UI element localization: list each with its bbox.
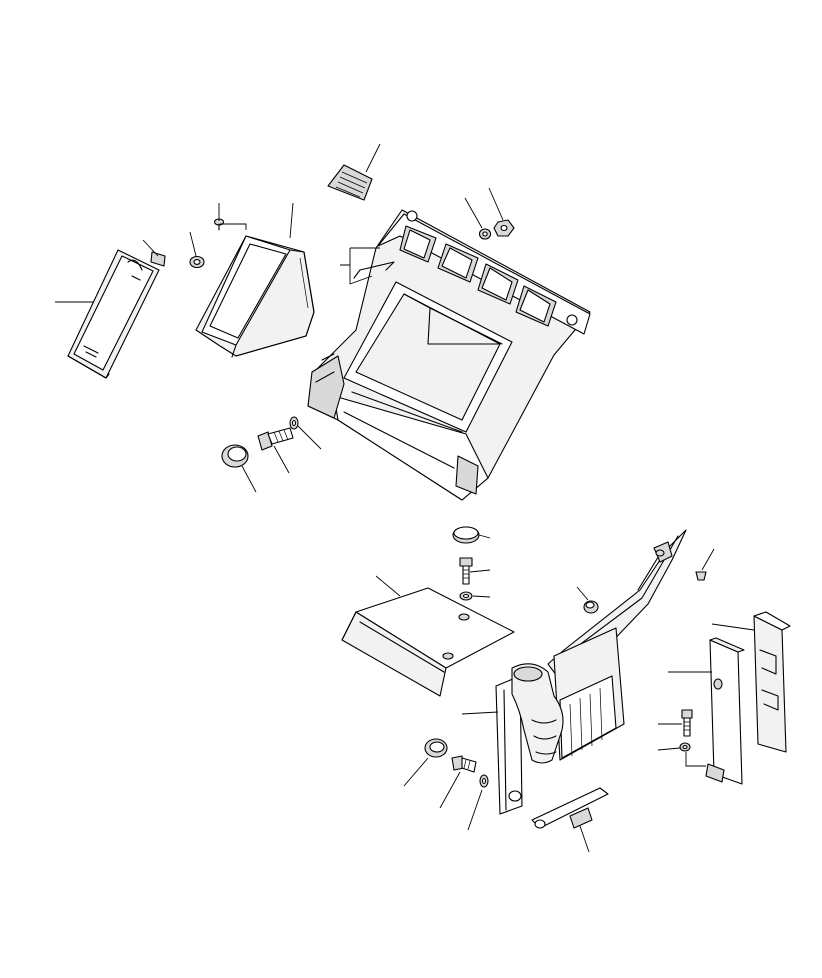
bolt-part-upper xyxy=(257,427,294,451)
small-bracket-part xyxy=(531,787,609,829)
nut-part-upper-right xyxy=(493,219,515,237)
screw-part-upper xyxy=(213,218,225,231)
washer-part-lower-left xyxy=(479,774,489,788)
washer-part-lower-top xyxy=(459,591,473,601)
washer-part-upper xyxy=(289,416,299,430)
washer-part-upper-right xyxy=(478,228,492,240)
nut-part-upper-left xyxy=(189,255,205,269)
bracket-plate-part xyxy=(705,637,745,785)
cap-part-lower-left xyxy=(424,738,448,758)
bolt-part-lower-right xyxy=(681,709,693,737)
plug-part xyxy=(583,600,599,614)
washer-part-lower-right xyxy=(679,742,691,752)
lower-console-part xyxy=(495,529,687,815)
grille-part xyxy=(327,164,373,201)
cap-part-lower-top xyxy=(452,526,480,544)
cap-part-upper xyxy=(221,444,249,468)
lid-part xyxy=(341,587,515,697)
clip-part-lower-right xyxy=(695,571,707,581)
duct-housing-part xyxy=(195,235,315,358)
cover-panel-part xyxy=(67,249,160,379)
leader-lines xyxy=(55,143,755,853)
bolt-part-lower-left xyxy=(451,755,477,773)
bolt-part-lower-top xyxy=(459,557,473,585)
main-console-part xyxy=(307,209,591,501)
foam-block-part xyxy=(753,611,791,753)
clip-part xyxy=(150,251,166,267)
